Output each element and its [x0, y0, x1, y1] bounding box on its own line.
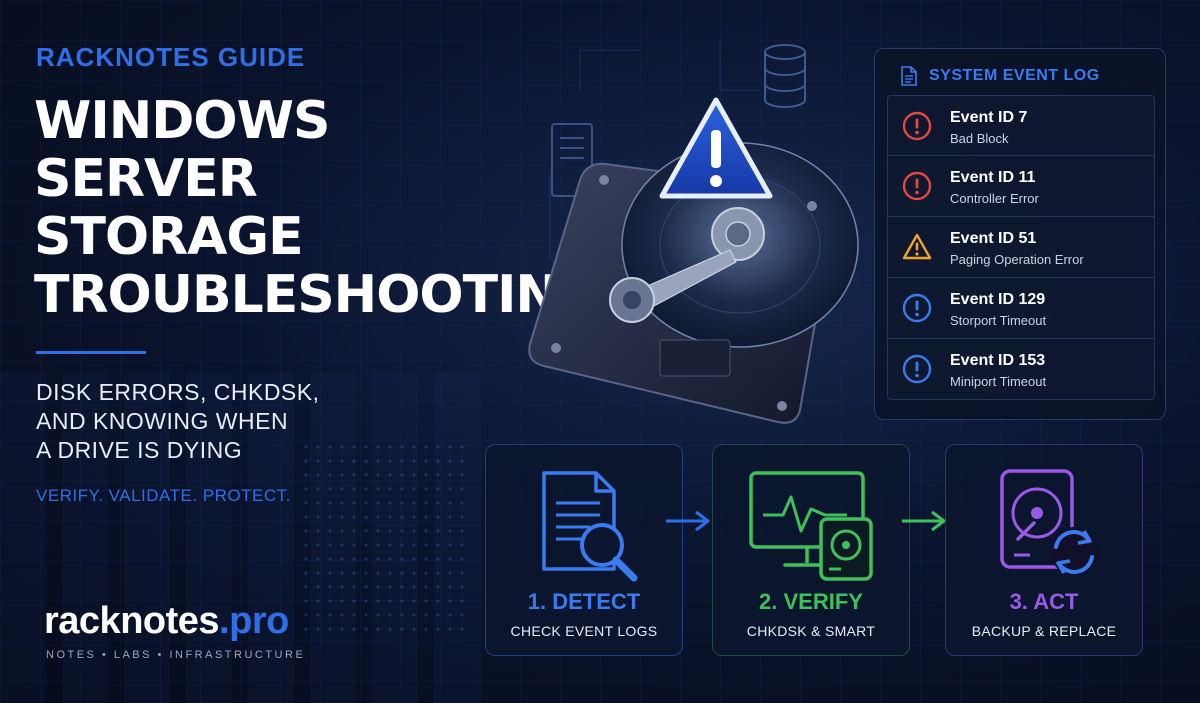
server-icon [551, 123, 593, 197]
document-search-icon [542, 471, 638, 582]
error-icon [902, 111, 932, 141]
event-description: Miniport Timeout [950, 374, 1047, 389]
subtitle: DISK ERRORS, CHKDSK, AND KNOWING WHEN A … [36, 378, 356, 465]
event-log-header: SYSTEM EVENT LOG [901, 65, 1100, 87]
event-row[interactable]: Event ID 129 Storport Timeout [887, 278, 1155, 339]
event-id: Event ID 153 [950, 352, 1046, 369]
step-subtitle: BACKUP & REPLACE [971, 623, 1117, 639]
step-card-verify[interactable]: 2. VERIFY CHKDSK & SMART [712, 444, 910, 656]
info-icon [902, 354, 932, 384]
arrow-right-icon [902, 510, 946, 532]
brand-tld: .pro [219, 600, 289, 642]
title-line: TROUBLESHOOTING [34, 265, 601, 325]
event-id: Event ID 7 [950, 109, 1028, 126]
event-row[interactable]: Event ID 51 Paging Operation Error [887, 217, 1155, 278]
event-description: Bad Block [950, 131, 1009, 146]
event-description: Storport Timeout [950, 313, 1047, 328]
event-row[interactable]: Event ID 7 Bad Block [887, 95, 1155, 156]
event-row[interactable]: Event ID 11 Controller Error [887, 156, 1155, 217]
brand-logo: racknotes.pro [44, 600, 289, 643]
step-title: 2. VERIFY [759, 589, 863, 614]
title-line: STORAGE [34, 207, 304, 267]
step-subtitle: CHKDSK & SMART [746, 623, 876, 639]
page-title: WINDOWS SERVER STORAGE TROUBLESHOOTING [34, 91, 601, 325]
document-icon [901, 66, 917, 86]
subtitle-line: DISK ERRORS, CHKDSK, [36, 379, 320, 405]
event-description: Paging Operation Error [950, 252, 1084, 267]
hard-drive-illustration [528, 40, 859, 424]
brand-subtitle: NOTES • LABS • INFRASTRUCTURE [46, 649, 306, 661]
event-list: Event ID 7 Bad Block Event ID 11 Control… [887, 95, 1155, 400]
event-description: Controller Error [950, 191, 1039, 206]
step-title: 1. DETECT [527, 589, 641, 614]
drive-refresh-icon [1000, 469, 1098, 575]
info-icon [902, 293, 932, 323]
event-row[interactable]: Event ID 153 Miniport Timeout [887, 339, 1155, 400]
background-server-racks [0, 373, 480, 703]
event-id: Event ID 11 [950, 169, 1036, 186]
background-rack-lights [300, 440, 470, 640]
warning-icon [659, 97, 773, 199]
step-card-detect[interactable]: 1. DETECT CHECK EVENT LOGS [485, 444, 683, 656]
step-title: 3. ACT [1009, 589, 1079, 614]
error-icon [902, 171, 932, 201]
arrow-right-icon [666, 510, 710, 532]
title-line: WINDOWS SERVER [34, 91, 330, 209]
subtitle-line: A DRIVE IS DYING [36, 437, 243, 463]
title-divider [36, 351, 146, 354]
event-id: Event ID 51 [950, 230, 1037, 247]
actuator-arm [609, 249, 737, 323]
brand-name: racknotes [44, 600, 220, 642]
system-event-log-panel: SYSTEM EVENT LOG Event ID 7 Bad Block Ev… [874, 48, 1166, 420]
warning-triangle-icon [902, 233, 932, 260]
step-card-act[interactable]: 3. ACT BACKUP & REPLACE [945, 444, 1143, 656]
monitor-drive-icon [749, 471, 873, 581]
tagline: VERIFY. VALIDATE. PROTECT. [36, 486, 291, 505]
step-subtitle: CHECK EVENT LOGS [510, 623, 658, 639]
subtitle-line: AND KNOWING WHEN [36, 408, 289, 434]
event-log-title: SYSTEM EVENT LOG [929, 67, 1100, 84]
event-id: Event ID 129 [950, 291, 1046, 308]
database-icon [764, 44, 806, 108]
guide-eyebrow: RACKNOTES GUIDE [36, 42, 306, 72]
